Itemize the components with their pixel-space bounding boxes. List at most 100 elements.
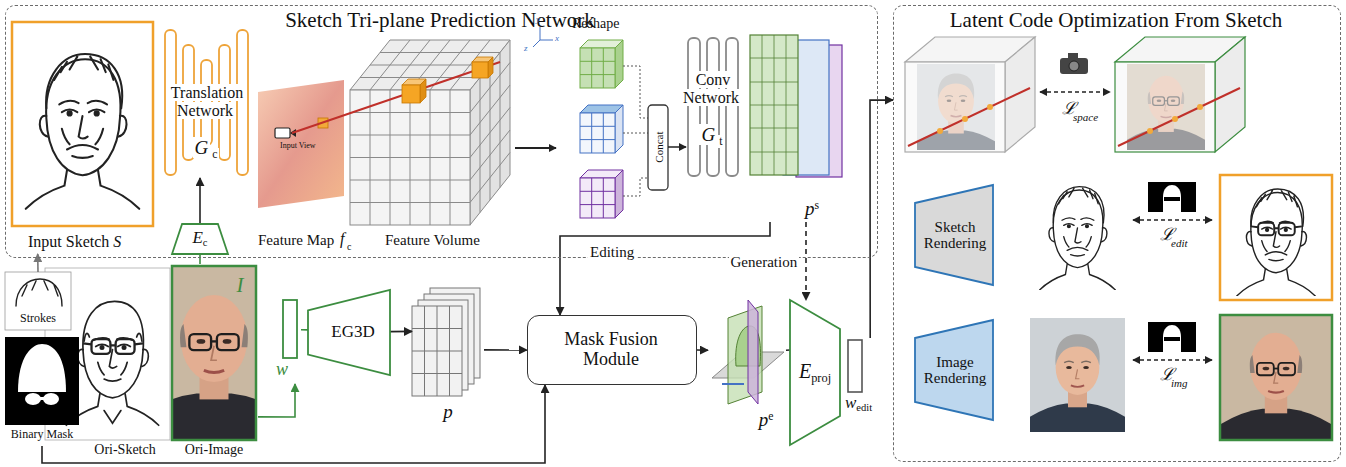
text-line: Image Rendering [919,354,991,387]
translation-layers-part [165,30,176,175]
feature-volume [350,40,510,225]
sample-dots-part [987,104,993,110]
mask-image-part [18,344,66,392]
text-line: Input SketchS [28,233,153,251]
connector [390,331,412,333]
conv-layers-part [688,38,700,176]
node-shape [172,224,228,254]
loss-subscript: space [1073,111,1098,123]
mask-icon [1148,182,1196,212]
triplane-grid-part [412,306,462,396]
figure-label: Input View [280,142,316,151]
renderer-trapezoid: Sketch Rendering [915,185,993,285]
text-line: Latent Code Optimization From Sketch [894,9,1338,32]
camera-ray [1118,88,1240,146]
encoder-trapezoid: Ec [172,224,228,254]
camera-icon-part [1068,53,1078,58]
sample-cube [402,57,493,103]
node-label: w [845,393,856,412]
text-line: Mask Fusion Module [550,330,672,370]
node-label: p [443,401,453,422]
loss-arrow [1133,359,1212,360]
ori-sketch-part [83,339,143,354]
node-label: Input Sketch [28,233,109,250]
node-label: Ori-Sketch [94,442,155,457]
reshape-cubes-part [580,48,615,88]
text-line: Strokes [5,312,71,325]
axis-label: z [524,44,528,54]
node-label: I [237,273,244,297]
feature-map-part [258,80,344,208]
node-label: Mask Fusion Module [564,329,658,369]
target-image [1220,310,1332,444]
node-label: t [717,135,724,148]
connector [484,349,527,351]
node-label: edit [856,402,872,413]
triplane-grid-part [412,306,462,396]
mask-image-part [5,337,79,425]
edge-label: Editing [588,244,636,261]
conv-layers-part [707,38,719,176]
latent-box [283,300,297,358]
latent-box [848,340,862,392]
edge-label: Generation [729,254,800,271]
sketch-input: Input SketchS [12,20,155,254]
feature-map [258,80,344,208]
triplane-planes [750,35,842,177]
fused-triplane-part [722,383,744,385]
figure-label: Reshape [572,16,619,31]
node-label: e [768,410,773,423]
reshape-cubes-part [580,178,615,218]
node-label: c [203,237,208,248]
text-line: Ori-Sketch [80,442,170,457]
input-sketch-image-part [12,22,153,226]
feature-volume-part [350,90,470,225]
text-line: Eproj [790,360,840,385]
connector [301,329,308,331]
module-label: Concat [652,131,664,162]
node-label: E [799,360,811,382]
concat-box [648,105,668,190]
triplane-grid [412,288,480,396]
connector [697,349,708,351]
node-label: G [699,124,717,145]
text-line: Ori-Image [170,442,258,457]
node-label: proj [811,371,831,385]
mask-image [5,337,79,425]
concat-links [623,66,648,196]
node-label: Conv Network [683,71,741,106]
sample-dots [1147,104,1203,134]
target-sketch-part [1251,223,1302,235]
generator-trapezoid: EG3D [308,290,390,375]
strokes-image [5,272,71,330]
network-block: Translation NetworkGc [158,28,254,178]
sample-dots-part [1147,128,1153,134]
volume-cube-part [1005,37,1035,152]
thumbnail: Strokes [5,272,71,330]
camera-ray [908,88,1030,146]
connector [199,178,201,224]
node-label: Strokes [20,311,56,325]
text-line: p [412,402,484,423]
node-shape [308,290,390,375]
translation-layers [165,30,248,175]
thumbnail: Ori-Sketch [45,268,170,460]
fusion-box: Mask Fusion Module [527,315,697,385]
rendered-sketch [1040,187,1116,290]
feature-volume-part [470,53,510,213]
ori-image-part [172,266,256,440]
input-sketch-image-part [26,54,140,209]
text-line: ps [790,199,834,220]
renderer-trapezoid: Image Rendering [915,320,993,420]
mask-image-part [25,393,41,405]
node-shape [915,185,993,285]
camera-icon-part [1069,61,1079,71]
node-label: p [759,409,769,430]
sample-dots-part [1197,104,1203,110]
face-ghost [1127,60,1205,154]
mask-image-part [40,397,44,400]
text-line: EG3D [318,323,388,342]
network-block: Conv NetworkGt [678,33,746,178]
node-label: Sketch Rendering [924,219,986,252]
feature-volume-part [470,40,510,225]
